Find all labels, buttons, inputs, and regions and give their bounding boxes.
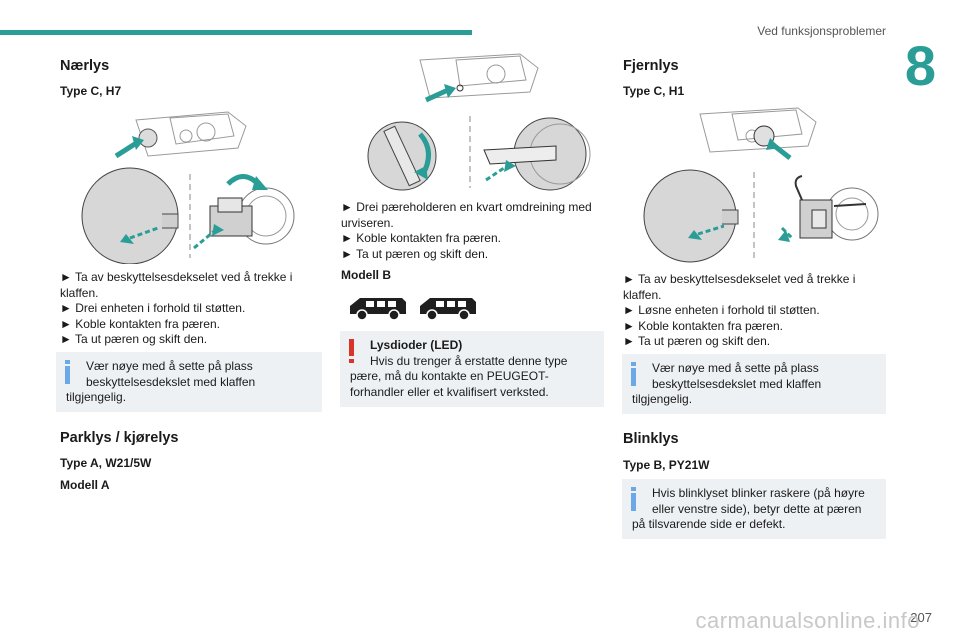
step-line: urviseren. [341, 215, 394, 230]
page-number: 207 [910, 610, 932, 625]
note-line: beskyttelsesdekslet med klaffen [652, 376, 822, 391]
info-icon [65, 360, 70, 384]
section-title: Ved funksjonsproblemer [757, 24, 886, 38]
chapter-number: 8 [904, 34, 936, 97]
info-note: Vær nøye med å sette på plass beskyttels… [56, 352, 322, 412]
heading-parklys: Parklys / kjørelys [60, 430, 179, 446]
narlys-steps: ► Ta av beskyttelsesdekselet ved å trekk… [60, 270, 322, 348]
step-line: ► Ta av beskyttelsesdekselet ved å trekk… [60, 270, 293, 284]
info-icon [631, 362, 636, 386]
step-line: ► Ta av beskyttelsesdekselet ved å trekk… [623, 272, 856, 286]
header-accent-bar [0, 30, 472, 35]
info-icon [631, 487, 636, 511]
warning-note: Lysdioder (LED) Hvis du trenger å erstat… [340, 331, 604, 407]
heading-blinklys: Blinklys [623, 431, 679, 447]
type-narlys: Type C, H7 [60, 84, 122, 98]
warning-icon [349, 339, 354, 363]
van-silhouette [350, 298, 406, 321]
headlamp-illustration [81, 111, 295, 264]
step-line: ► Ta ut pæren og skift den. [60, 332, 208, 346]
note-line: forhandler eller et kvalifisert verksted… [350, 384, 549, 399]
model-a-label: Modell A [60, 478, 110, 492]
note-line: pære, må du kontakte en PEUGEOT- [350, 369, 549, 383]
note-line: Hvis du trenger å erstatte denne type [370, 353, 568, 368]
step-line: ► Ta ut pæren og skift den. [623, 334, 771, 348]
step-line: ► Drei enheten i forhold til støtten. [60, 301, 246, 315]
col2-steps: ► Drei pæreholderen en kvart omdreining … [341, 200, 605, 262]
model-b-label: Modell B [341, 268, 391, 282]
fjernlys-steps: ► Ta av beskyttelsesdekselet ved å trekk… [623, 272, 887, 350]
info-note: Vær nøye med å sette på plass beskyttels… [622, 354, 886, 414]
headlamp-illustration [643, 107, 879, 263]
note-line: Vær nøye med å sette på plass [86, 359, 253, 373]
note-line: tilgjengelig. [66, 390, 127, 404]
note-line: beskyttelsesdekslet med klaffen [86, 374, 256, 389]
step-line: ► Koble kontakten fra pæren. [60, 316, 220, 331]
type-fjernlys: Type C, H1 [623, 84, 685, 98]
type-blinklys: Type B, PY21W [623, 458, 710, 472]
note-line: Vær nøye med å sette på plass [652, 361, 819, 375]
headlamp-illustration [367, 53, 591, 191]
step-line: ► Koble kontakten fra pæren. [623, 318, 783, 333]
step-line: ► Løsne enheten i forhold til støtten. [623, 303, 820, 317]
type-parklys: Type A, W21/5W [60, 456, 152, 470]
step-line: ► Ta ut pæren og skift den. [341, 246, 489, 261]
warning-title: Lysdioder (LED) [370, 338, 463, 352]
info-note: Hvis blinklyset blinker raskere (på høyr… [622, 479, 886, 539]
note-line: eller venstre side), betyr dette at pære… [652, 501, 862, 516]
note-line: Hvis blinklyset blinker raskere (på høyr… [652, 486, 865, 500]
watermark: carmanualsonline.info [695, 608, 920, 633]
step-line: klaffen. [60, 285, 99, 300]
step-line: klaffen. [623, 287, 662, 302]
heading-fjernlys: Fjernlys [623, 58, 679, 74]
heading-narlys: Nærlys [60, 58, 110, 74]
van-silhouette [420, 298, 476, 321]
note-line: på tilsvarende side er defekt. [632, 517, 786, 531]
step-line: ► Koble kontakten fra pæren. [341, 231, 501, 245]
step-line: ► Drei pæreholderen en kvart omdreining … [341, 200, 592, 214]
note-line: tilgjengelig. [632, 392, 693, 406]
